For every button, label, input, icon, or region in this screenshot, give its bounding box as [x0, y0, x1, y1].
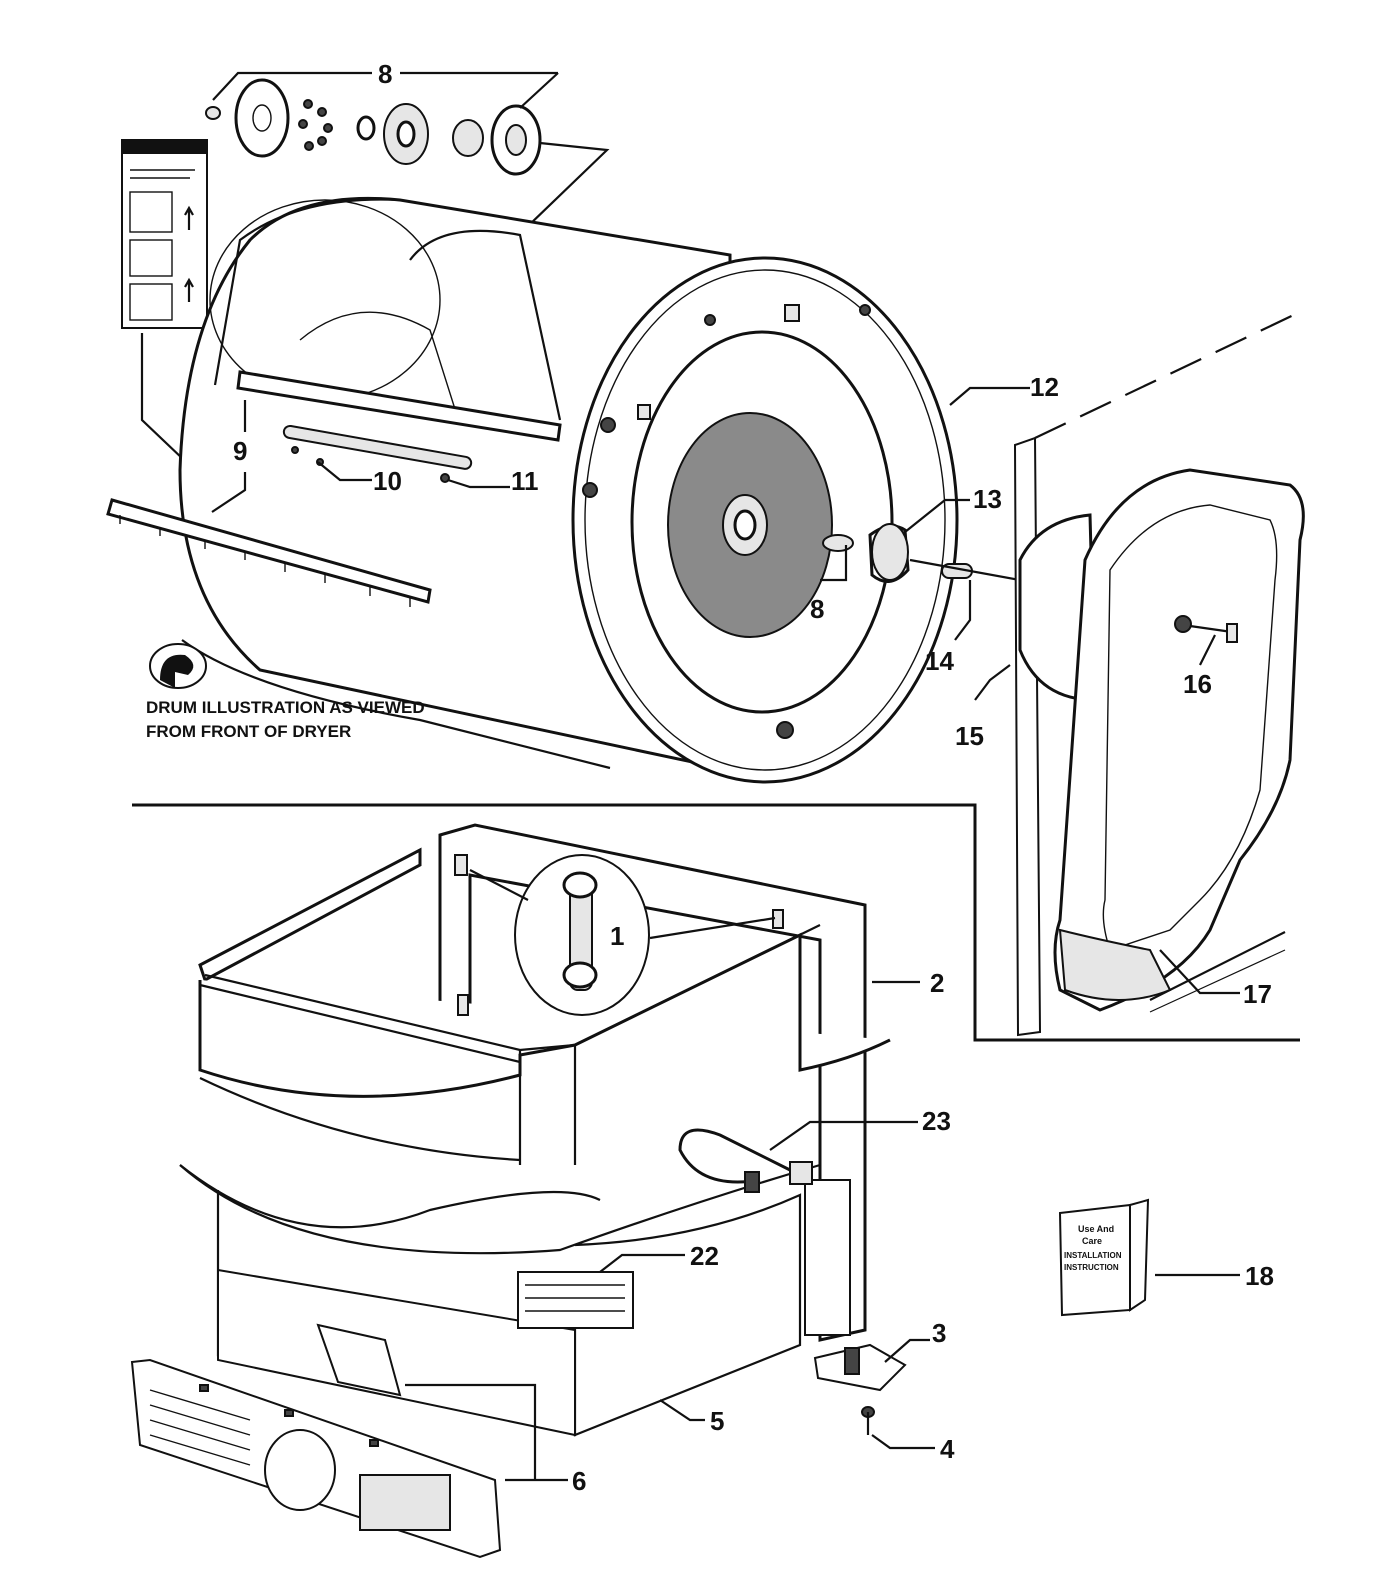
callout-17: 17	[1243, 979, 1272, 1009]
callout-4: 4	[940, 1434, 955, 1464]
serial-label	[517, 1271, 634, 1329]
callout-14: 14	[925, 646, 954, 676]
callout-3: 3	[932, 1318, 946, 1348]
callout-8-mid: 8	[810, 594, 824, 624]
toe-panel	[130, 1323, 502, 1559]
callout-23: 23	[922, 1106, 951, 1136]
callout-11: 11	[511, 466, 539, 496]
callout-1: 1	[610, 921, 624, 951]
drum-note-line2: FROM FRONT OF DRYER	[146, 722, 351, 741]
warning-label-icon	[121, 139, 208, 329]
power-cord	[678, 1128, 813, 1193]
callout-8-top: 8	[378, 59, 392, 89]
callout-12: 12	[1030, 372, 1059, 402]
leveling-leg	[813, 1343, 907, 1392]
callout-15: 15	[955, 721, 984, 751]
callout-22: 22	[690, 1241, 719, 1271]
manual-booklet-icon: Use And Care INSTALLATION INSTRUCTION	[1058, 1198, 1150, 1317]
callout-2: 2	[930, 968, 944, 998]
screw-icon	[861, 1406, 875, 1435]
manual-line2: Care	[1082, 1236, 1102, 1246]
rear-bulkhead-assembly	[1013, 311, 1305, 1037]
manual-line4: INSTRUCTION	[1064, 1263, 1119, 1272]
callout-10: 10	[373, 466, 402, 496]
dryer-drum	[178, 196, 959, 784]
eye-view-icon	[149, 643, 207, 689]
callout-9: 9	[233, 436, 247, 466]
callout-5: 5	[710, 1406, 724, 1436]
manual-line3: INSTALLATION	[1064, 1251, 1122, 1260]
drum-shaft-parts	[822, 523, 973, 583]
callout-16: 16	[1183, 669, 1212, 699]
drum-note-line1: DRUM ILLUSTRATION AS VIEWED	[146, 698, 425, 717]
drum-bearing-hardware	[205, 78, 542, 176]
callout-13: 13	[973, 484, 1002, 514]
callout-6: 6	[572, 1466, 586, 1496]
drum-glide-detail	[514, 854, 650, 1016]
callout-18: 18	[1245, 1261, 1274, 1291]
drum-baffle-loose	[106, 498, 432, 607]
manual-line1: Use And	[1078, 1224, 1114, 1234]
